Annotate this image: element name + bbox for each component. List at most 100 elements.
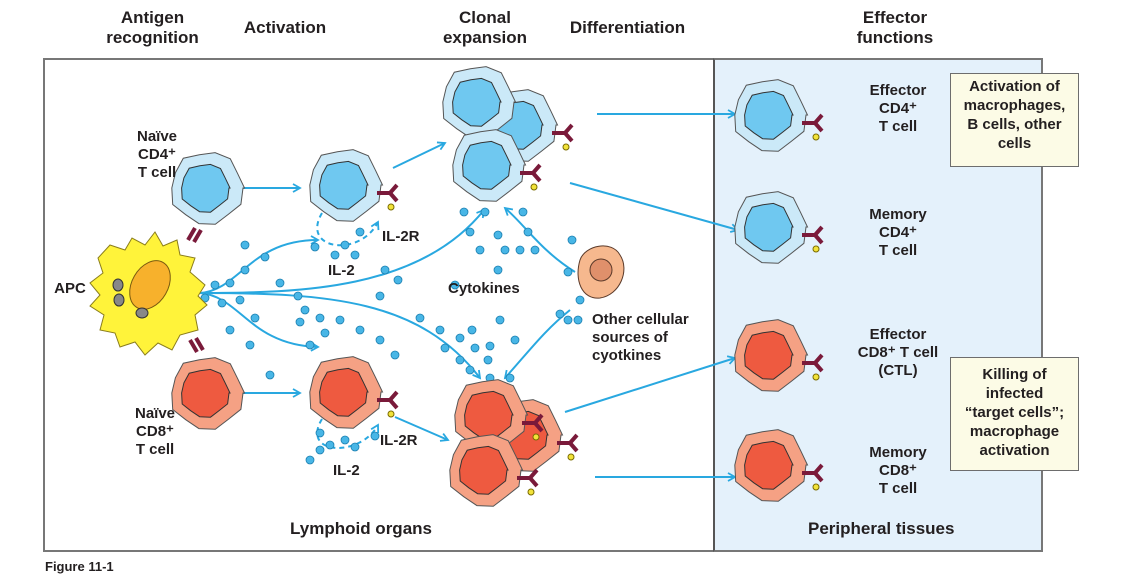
cytokine-dot [465,227,475,237]
cytokine-dot [305,455,315,465]
label-line: CD4⁺ [879,100,917,117]
cytokine-dot [480,207,490,217]
label-line: T cell [135,441,175,458]
cytokine-dot [300,305,310,315]
other-source-arrow-up [503,206,576,273]
label-line: CD4⁺ [138,146,176,163]
cytokine-dot [225,325,235,335]
cytokine-dot [250,313,260,323]
label-memory-cd4: Memory CD4⁺ T cell [858,206,938,260]
label-apc: APC [54,280,86,297]
cytokine-dot [380,265,390,275]
stage-activation: Activation [225,18,345,38]
label-line: sources of [592,329,668,346]
stage-label-line: Differentiation [569,18,686,37]
label-line: Memory [869,206,927,223]
expanding-cd4-cell [442,66,517,139]
cytokine-dot [295,317,305,327]
expanding-cd8-cell [454,379,544,452]
cytokine-dot [435,325,445,335]
stage-label-line: expansion [442,28,528,47]
stage-label-line: recognition [106,28,199,47]
cytokine-dot [500,245,510,255]
memory-cd4-cell [734,191,824,264]
cytokine-dot [265,370,275,380]
stage-label-line: Clonal [459,8,511,27]
cytokine-dot [340,240,350,250]
cytokine-dot [567,235,577,245]
cytokine-dot [325,440,335,450]
label-line: (CTL) [878,362,918,379]
box-line: B cells, other [967,116,1062,133]
effector-cd8-cell [734,319,824,392]
label-line: Effector [869,82,927,99]
cytokine-dot [440,343,450,353]
cytokine-dot [335,315,345,325]
apc-cell [89,231,208,356]
label-il2-bottom: IL-2 [333,462,360,479]
box-line: Killing of [982,366,1047,383]
cytokine-dot [217,298,227,308]
stage-differentiation: Differentiation [545,18,710,38]
label-line: Other cellular [592,311,689,328]
stage-label-line: Effector [862,8,928,27]
stage-clonal-expansion: Clonal expansion [420,8,550,48]
stage-label-line: functions [856,28,934,47]
label-line: T cell [878,118,918,135]
cytokine-dot [483,355,493,365]
cytokine-dot [530,245,540,255]
label-il2-top: IL-2 [328,262,355,279]
stage-antigen-recognition: Antigen recognition [80,8,225,48]
naive-cd4-cell [171,152,246,225]
cytokine-dot [315,428,325,438]
cytokine-dot [459,207,469,217]
label-other-sources: Other cellular sources of cyotkines [592,311,689,365]
arrow-to-effector-cd8 [564,355,737,413]
il2-autocrine-loop-top [316,212,380,247]
label-il2r-top: IL-2R [382,228,420,245]
cytokine-dot [455,355,465,365]
region-peripheral-tissues: Peripheral tissues [808,519,955,538]
box-line: activation [979,442,1050,459]
stage-effector-functions: Effector functions [835,8,955,48]
label-line: CD4⁺ [879,224,917,241]
cytokine-dot [415,313,425,323]
cytokine-dot [555,309,565,319]
label-effector-cd8: Effector CD8⁺ T cell (CTL) [848,326,948,380]
cytokine-dot [390,350,400,360]
cytokine-dot [493,230,503,240]
stage-label-line: Activation [243,18,327,37]
label-line: T cell [878,242,918,259]
cytokine-dot [355,227,365,237]
box-line: Activation of [969,78,1060,95]
expanding-cd8-cell [449,434,539,507]
cytokine-dot [310,242,320,252]
cytokine-dot [510,335,520,345]
cytokine-dot [225,278,235,288]
cytokine-arrow-to-cd4 [199,235,320,294]
cytokine-arrow-to-cd8 [199,292,320,352]
cytokine-dot [505,373,515,383]
region-lymphoid-organs: Lymphoid organs [290,519,432,538]
cytokine-dot [293,291,303,301]
label-effector-cd4: Effector CD4⁺ T cell [858,82,938,136]
arrow-cd8-to-expansion [394,416,450,442]
cytokine-dot [470,343,480,353]
label-line: CD8⁺ T cell [857,344,939,361]
t-cells [171,66,824,507]
cytokine-dot [375,291,385,301]
cytokine-dot [465,365,475,375]
label-cytokines: Cytokines [448,280,520,297]
cytokine-dot [320,328,330,338]
cytokine-dot [370,431,380,441]
cytokine-dot [573,315,583,325]
activated-cd8-cell [309,356,399,429]
label-line: Naïve [136,128,178,145]
cytokine-dot [375,335,385,345]
cytokine-dot [563,315,573,325]
cytokine-dots [200,207,585,465]
cytokine-dot [340,435,350,445]
other-source-cell [577,245,625,299]
label-line: Memory [869,444,927,461]
cytokine-dot [350,250,360,260]
